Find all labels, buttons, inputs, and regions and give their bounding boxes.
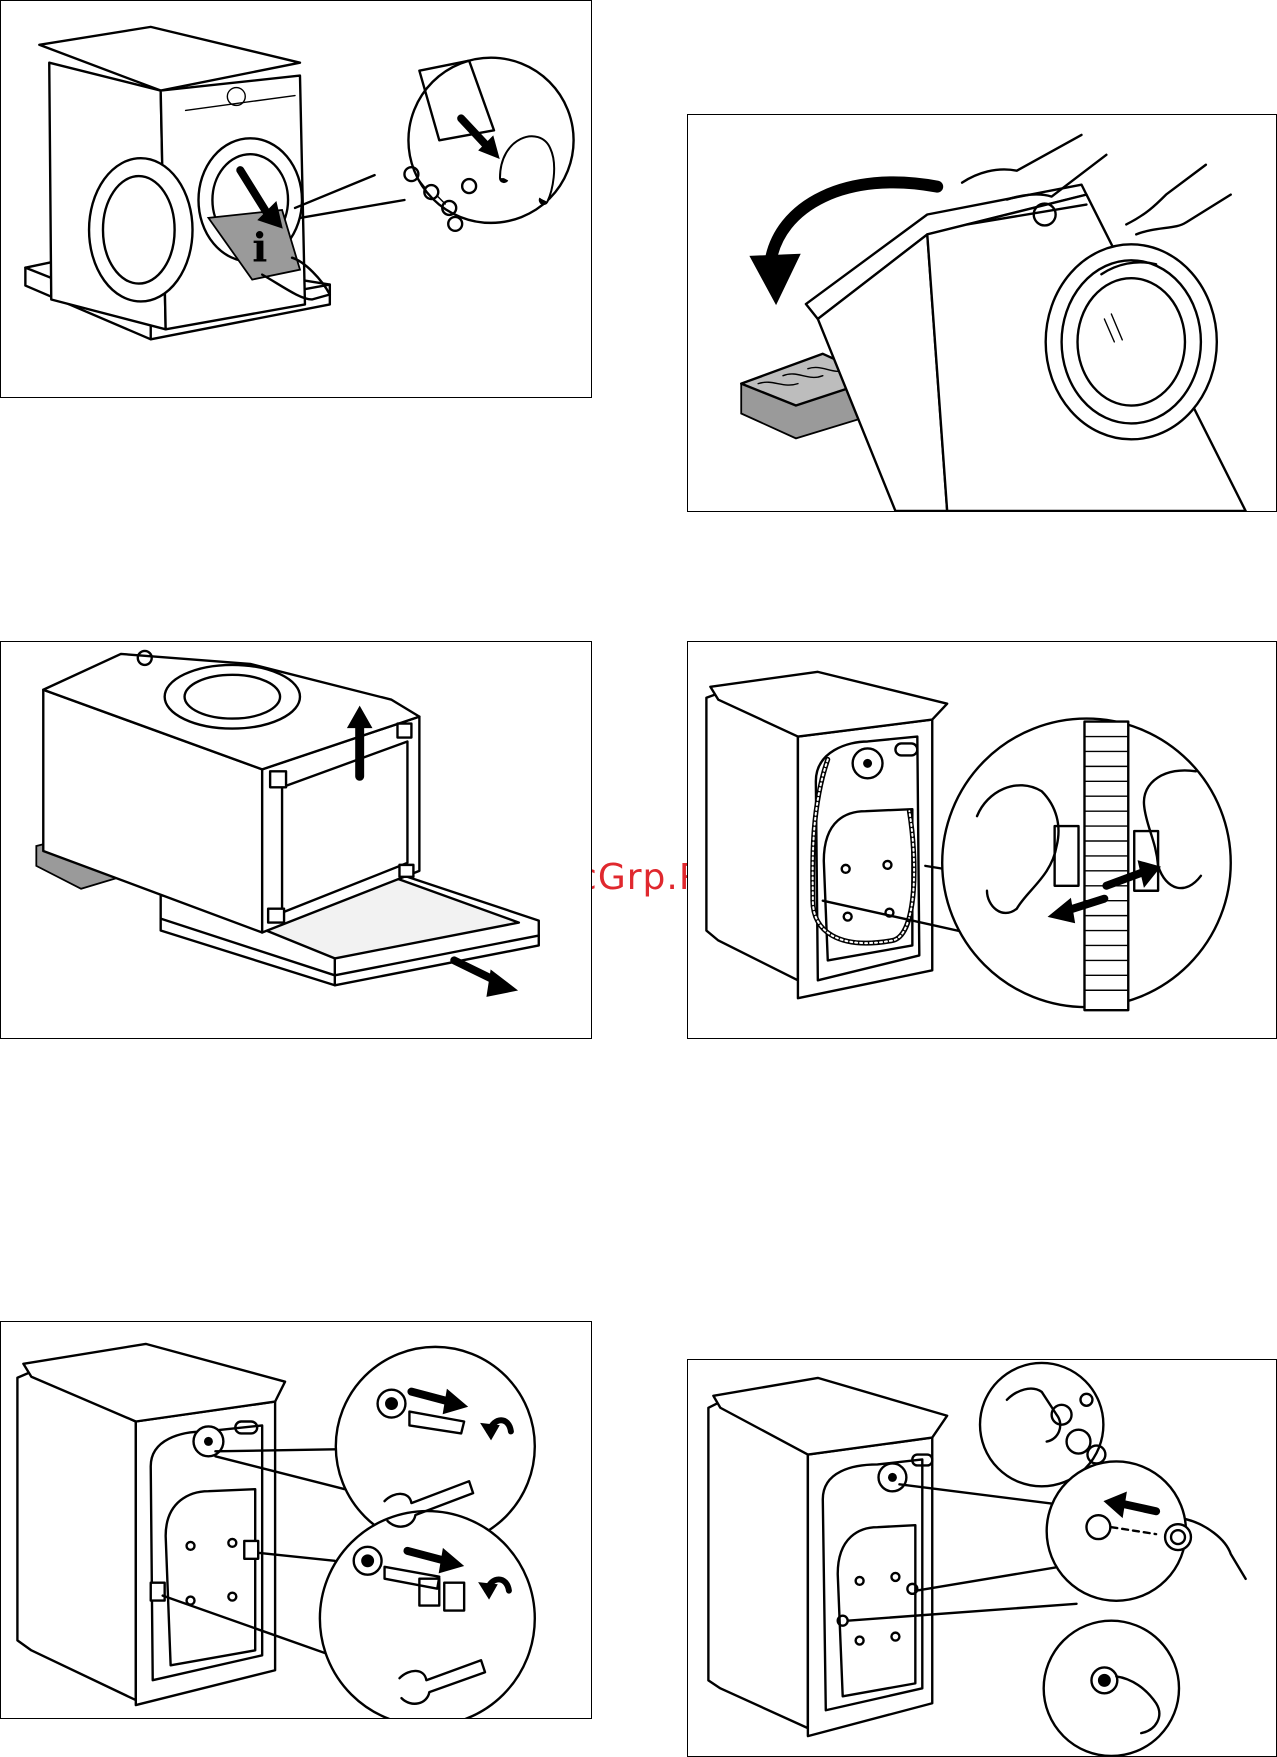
illustration-step-6 [687, 1359, 1277, 1757]
info-symbol: i [252, 226, 267, 272]
illustration-step-2 [687, 114, 1277, 512]
washing-machine-rear-icon [17, 1344, 285, 1705]
arrow-down-right-icon [454, 960, 517, 996]
washing-machine-rear-icon [708, 1378, 947, 1736]
illustration-step-5 [0, 1321, 592, 1719]
illustration-step-3 [0, 641, 592, 1039]
washing-machine-icon [43, 651, 419, 933]
illustration-step-4 [687, 641, 1277, 1039]
illustration-step-1: i [0, 0, 592, 398]
washing-machine-icon [806, 185, 1246, 511]
